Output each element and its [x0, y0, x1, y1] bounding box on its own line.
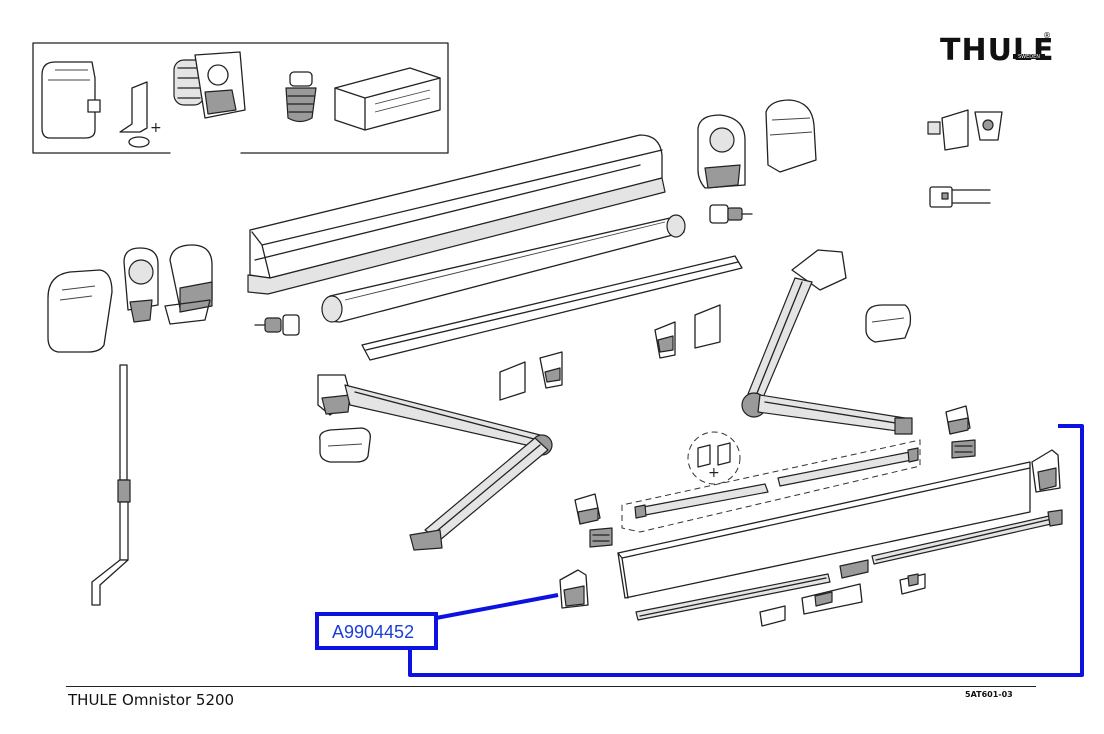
- drive-motor-part: [164, 244, 213, 325]
- tube-end-plug-left: [254, 314, 300, 336]
- hinge-detail-circle: +: [687, 431, 741, 485]
- motor-assembly-part: [173, 51, 246, 119]
- cassette-housing-part: [247, 134, 666, 295]
- footer-title: THULE Omnistor 5200: [68, 691, 235, 709]
- plus-mark: +: [708, 465, 720, 481]
- right-motor-unit: [697, 99, 817, 189]
- thule-logo: THULE SWEDEN ®: [940, 31, 1055, 68]
- crank-handle-part: [91, 364, 131, 606]
- tube-end-plug-right: [709, 204, 753, 224]
- left-arm-cover-part: [319, 427, 371, 463]
- bottom-rail-group: [635, 509, 1063, 627]
- end-cap-left-target: [559, 569, 589, 609]
- part-code-label: A9904452: [332, 622, 414, 642]
- front-lead-bar: [617, 461, 1031, 599]
- rail-bracket-parts: [927, 109, 1003, 151]
- footer-rule: [66, 686, 1036, 687]
- mid-clip-parts: [499, 304, 721, 401]
- left-end-cap-group: [47, 244, 213, 353]
- part-code-box: [315, 612, 438, 650]
- footer-doc-code: 5AT601-03: [965, 690, 1013, 699]
- threaded-plug-part: [285, 71, 317, 123]
- right-arm-cover-part: [865, 304, 912, 343]
- accessory-inset-box: +: [32, 42, 449, 154]
- logo-subtext: SWEDEN: [1018, 54, 1040, 60]
- left-folding-arm: [317, 374, 553, 551]
- rail-detail-group: [621, 439, 921, 533]
- front-profile-strip: [361, 255, 743, 361]
- logo-text: THULE: [940, 33, 1055, 68]
- sensor-connector-part: [929, 186, 991, 208]
- right-folding-arm: [741, 249, 913, 435]
- roller-tube-part: [321, 214, 686, 323]
- callout-line-left: [435, 593, 559, 620]
- motor-cover-part: [41, 61, 101, 139]
- registered-mark: ®: [1043, 31, 1051, 40]
- part-callout: A9904452: [315, 424, 1084, 677]
- control-box-part: [334, 67, 441, 131]
- end-cap-right-target: [1031, 449, 1061, 493]
- mount-bracket-part: +: [119, 81, 162, 148]
- plus-mark: +: [150, 120, 162, 136]
- callout-line-right: [408, 424, 1084, 677]
- gear-hub-part: [123, 247, 159, 323]
- end-cap-small-parts: [574, 405, 976, 548]
